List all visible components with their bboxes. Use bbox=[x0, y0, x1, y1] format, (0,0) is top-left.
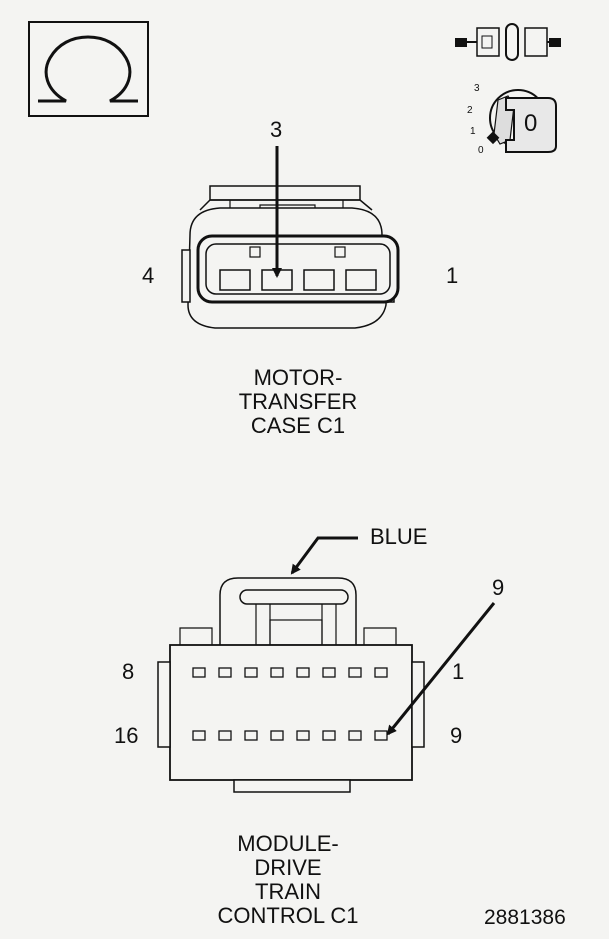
key-position-1-label: 1 bbox=[470, 126, 476, 137]
module-connector-cavities-top bbox=[192, 667, 388, 678]
motor-connector-caption: MOTOR- TRANSFER CASE C1 bbox=[198, 366, 398, 438]
connector-disconnect-icon bbox=[455, 23, 561, 61]
key-position-0-label: 0 bbox=[478, 145, 484, 156]
caption-line: CASE C1 bbox=[250, 413, 346, 438]
caption-line: MOTOR- bbox=[253, 365, 343, 390]
module-pin-8-label: 8 bbox=[122, 659, 135, 684]
key-position-2-label: 2 bbox=[467, 105, 473, 116]
module-connector-cavities-bottom bbox=[192, 730, 388, 741]
blue-callout-leader bbox=[290, 536, 358, 575]
blue-color-callout: BLUE bbox=[370, 524, 428, 549]
ohmmeter-icon bbox=[28, 21, 149, 117]
caption-line: TRANSFER bbox=[238, 389, 358, 414]
caption-line: MODULE- bbox=[237, 831, 339, 856]
motor-pin-3-callout: 3 bbox=[270, 117, 283, 142]
module-pin-9-label: 9 bbox=[450, 723, 463, 748]
connector-c1-motor-body bbox=[181, 185, 400, 329]
ignition-key-icon bbox=[486, 89, 557, 153]
module-pin-9-callout: 9 bbox=[492, 575, 505, 600]
module-pin-16-label: 16 bbox=[114, 723, 139, 748]
module-pin-1-label: 1 bbox=[452, 659, 465, 684]
motor-pin-1-label: 1 bbox=[446, 263, 459, 288]
figure-id: 2881386 bbox=[484, 906, 566, 929]
connector-c1-module-body bbox=[157, 577, 425, 793]
ignition-key-label: 0 bbox=[524, 110, 538, 137]
motor-pin-4-label: 4 bbox=[142, 263, 155, 288]
key-position-3-label: 3 bbox=[474, 83, 480, 94]
caption-line: DRIVE bbox=[254, 855, 322, 880]
pin-9-callout-arrow bbox=[386, 602, 496, 736]
module-connector-caption: MODULE- DRIVE TRAIN CONTROL C1 bbox=[188, 832, 388, 928]
caption-line: TRAIN bbox=[255, 879, 321, 904]
caption-line: CONTROL C1 bbox=[217, 903, 359, 928]
